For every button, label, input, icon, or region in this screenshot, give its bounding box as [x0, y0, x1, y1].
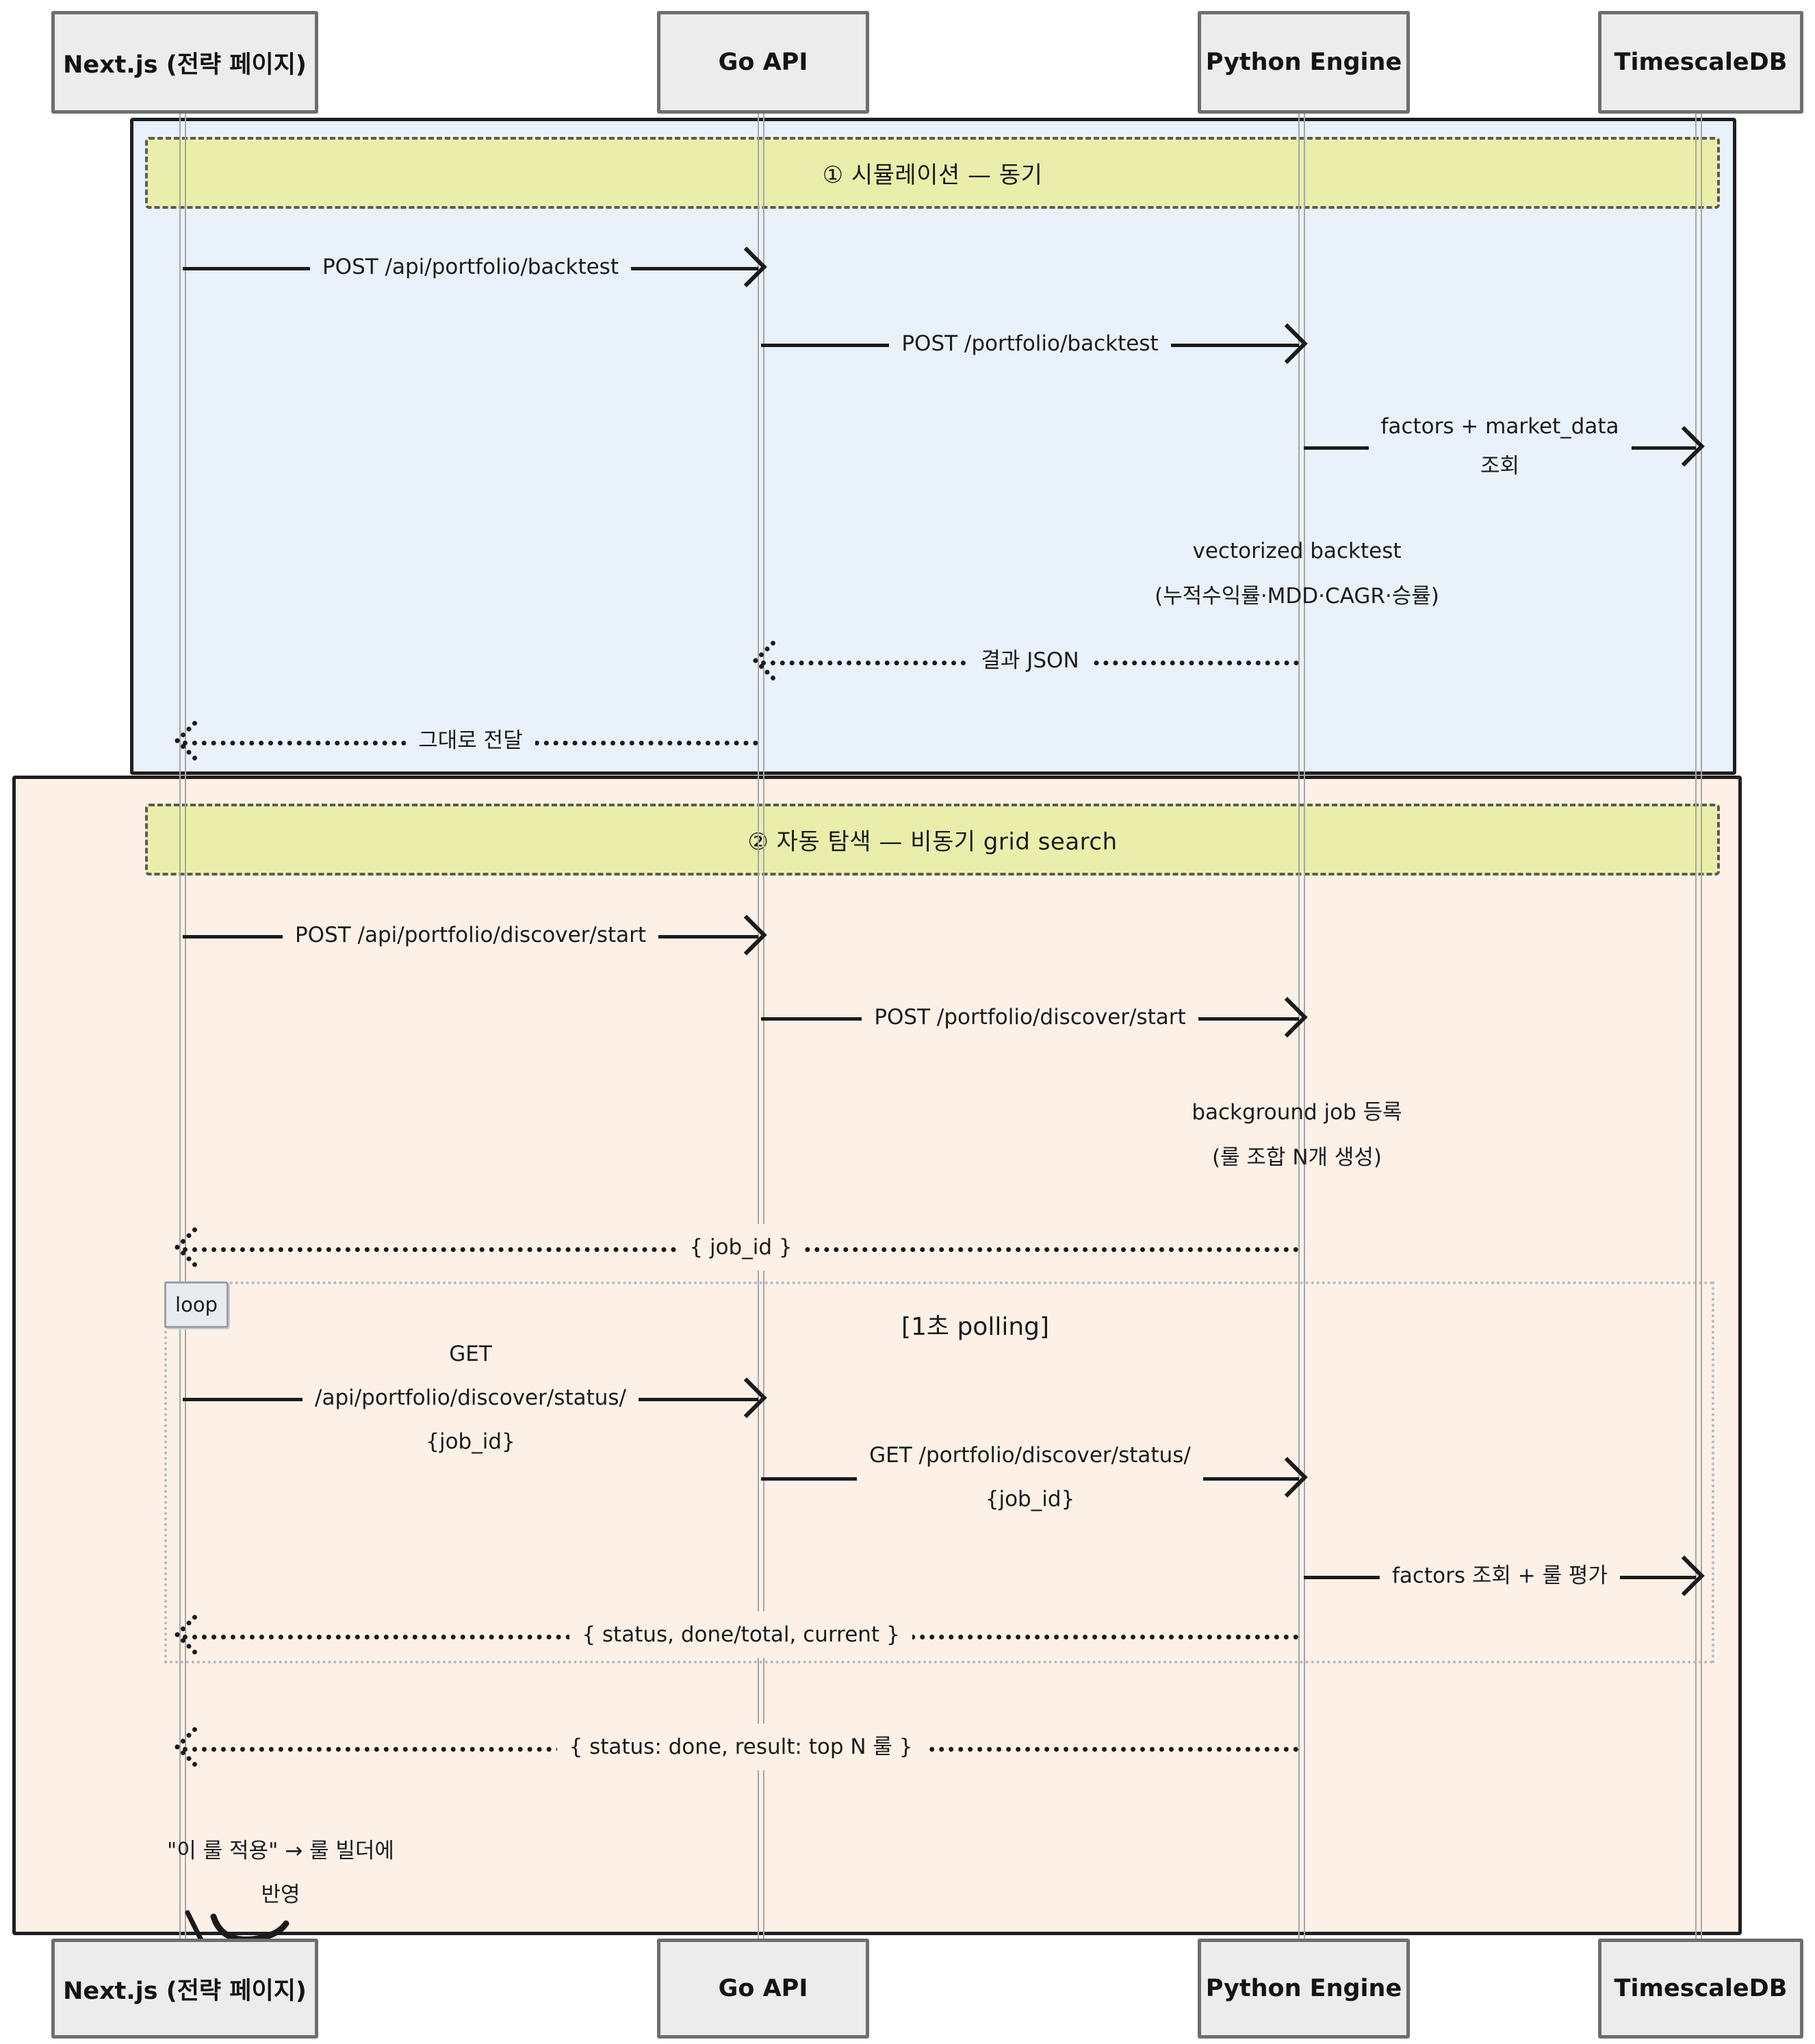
frame-discovery-title-band: ② 자동 탐색 — 비동기 grid search — [145, 804, 1720, 876]
message-post-discover-start-backend: POST /portfolio/discover/start — [760, 994, 1308, 1040]
hand-drawn-swoosh-icon — [185, 1910, 289, 1945]
lifeline-go-api — [758, 106, 764, 1939]
message-label: GET /api/portfolio/discover/status/ {job… — [302, 1331, 639, 1465]
note-apply-rule: "이 룰 적용" → 룰 빌더에 반영 — [167, 1839, 394, 1907]
note-background-job: background job 등록 (룰 조합 N개 생성) — [1192, 1100, 1402, 1170]
participant-label: Python Engine — [1205, 49, 1402, 76]
participant-label: Go API — [718, 49, 808, 76]
message-post-api-portfolio-backtest: POST /api/portfolio/backtest — [181, 244, 767, 290]
message-label: POST /api/portfolio/discover/start — [282, 912, 659, 958]
participant-label: TimescaleDB — [1614, 1975, 1788, 2002]
participant-label: Next.js (전략 페이지) — [63, 1977, 307, 2005]
participant-top-python-engine: Python Engine — [1198, 11, 1410, 114]
loop-condition: [1초 polling] — [901, 1313, 1050, 1341]
message-job-id: { job_id } — [174, 1224, 1300, 1270]
message-label: POST /api/portfolio/backtest — [309, 244, 631, 290]
participant-label: Python Engine — [1205, 1975, 1402, 2002]
message-result-json: 결과 JSON — [752, 637, 1300, 684]
participant-top-timescaledb: TimescaleDB — [1598, 11, 1803, 114]
lifeline-python-engine — [1298, 106, 1305, 1939]
note-vectorized-backtest: vectorized backtest (누적수익률·MDD·CAGR·승률) — [1155, 539, 1439, 609]
participant-bottom-nextjs: Next.js (전략 페이지) — [51, 1939, 318, 2039]
message-label: { status: done, result: top N 룰 } — [556, 1724, 925, 1770]
participant-bottom-timescaledb: TimescaleDB — [1598, 1939, 1803, 2039]
message-label: POST /portfolio/backtest — [889, 320, 1171, 367]
message-label: { status, done/total, current } — [569, 1611, 912, 1658]
message-label: POST /portfolio/discover/start — [862, 994, 1198, 1040]
message-factors-rule-eval: factors 조회 + 룰 평가 — [1302, 1553, 1705, 1599]
message-get-discover-status-frontend: GET /api/portfolio/discover/status/ {job… — [181, 1326, 767, 1470]
message-label: 그대로 전달 — [406, 717, 535, 764]
participant-label: Next.js (전략 페이지) — [63, 51, 307, 79]
message-label: GET /portfolio/discover/status/ {job_id} — [857, 1432, 1203, 1522]
lifeline-nextjs — [179, 106, 186, 1939]
lifeline-timescaledb — [1695, 106, 1702, 1939]
participant-bottom-python-engine: Python Engine — [1198, 1939, 1410, 2039]
loop-label-text: loop — [175, 1293, 218, 1316]
message-label: { job_id } — [677, 1224, 805, 1270]
participant-bottom-go-api: Go API — [657, 1939, 869, 2039]
participant-top-go-api: Go API — [657, 11, 869, 114]
message-label: 결과 JSON — [968, 637, 1092, 684]
frame-simulation-title: ① 시뮬레이션 — 동기 — [822, 162, 1043, 189]
participant-label: Go API — [718, 1975, 808, 2002]
message-factors-market-data: factors + market_data 조회 — [1302, 405, 1705, 487]
message-status-done-result: { status: done, result: top N 룰 } — [174, 1724, 1300, 1770]
frame-simulation-title-band: ① 시뮬레이션 — 동기 — [145, 137, 1720, 209]
message-post-portfolio-backtest: POST /portfolio/backtest — [760, 320, 1308, 367]
loop-label: loop — [164, 1281, 229, 1328]
message-pass-through: 그대로 전달 — [174, 717, 760, 764]
message-post-discover-start-frontend: POST /api/portfolio/discover/start — [181, 912, 767, 958]
participant-top-nextjs: Next.js (전략 페이지) — [51, 11, 318, 114]
participant-label: TimescaleDB — [1614, 49, 1788, 76]
loop-fragment — [164, 1281, 1714, 1663]
message-label: factors 조회 + 룰 평가 — [1380, 1553, 1620, 1599]
frame-discovery-title: ② 자동 탐색 — 비동기 grid search — [747, 828, 1118, 856]
message-status-progress: { status, done/total, current } — [174, 1611, 1300, 1658]
message-get-discover-status-backend: GET /portfolio/discover/status/ {job_id} — [760, 1429, 1308, 1525]
message-label: factors + market_data 조회 — [1368, 405, 1632, 487]
